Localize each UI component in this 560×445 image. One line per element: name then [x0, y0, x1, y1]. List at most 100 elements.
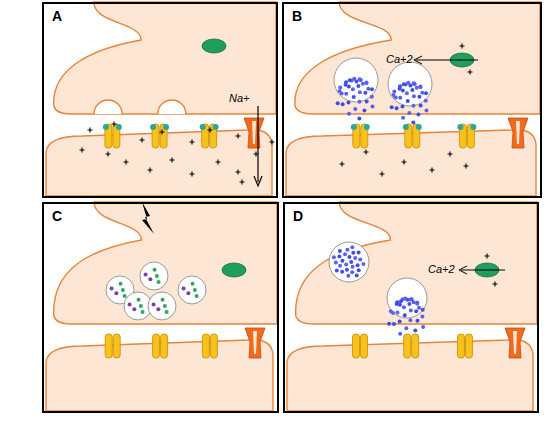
charge-sign	[460, 44, 465, 49]
neurotransmitter-dot	[415, 319, 419, 323]
vesicle	[387, 278, 427, 318]
channel-pore	[252, 121, 256, 144]
neurotransmitter-dot	[340, 270, 344, 274]
neurotransmitter-dot	[398, 332, 402, 336]
charge-sign	[380, 172, 385, 177]
neurotransmitter-dot	[420, 91, 424, 95]
neurotransmitter-dot	[121, 288, 125, 292]
neurotransmitter-dot	[350, 270, 354, 274]
neurotransmitter-dot	[412, 94, 416, 98]
neurotransmitter-dot	[341, 102, 345, 106]
receptor	[403, 124, 422, 148]
neurotransmitter-dot	[358, 90, 362, 94]
neurotransmitter-dot	[401, 116, 405, 120]
calcium-flow-arrow	[416, 60, 478, 61]
neurotransmitter-dot	[356, 263, 360, 267]
presynaptic-terminal	[295, 2, 540, 114]
neurotransmitter-dot	[156, 307, 160, 311]
neurotransmitter-dot	[415, 301, 419, 305]
neurotransmitter-dot	[139, 304, 143, 308]
channel-pore	[516, 121, 520, 144]
neurotransmitter-dot	[346, 274, 350, 278]
neurotransmitter-dot	[395, 106, 399, 110]
ion-channel	[508, 118, 528, 148]
neurotransmitter-dot	[338, 249, 342, 253]
neurotransmitter-dot	[417, 306, 421, 310]
action-potential-bolt	[142, 202, 154, 234]
arrowhead	[414, 56, 422, 64]
neurotransmitter-dot	[337, 254, 341, 258]
neurotransmitter-dot	[411, 104, 415, 108]
neurotransmitter-dot	[421, 308, 425, 312]
sodium-flow-arrow	[257, 106, 258, 182]
panel-letter: A	[52, 8, 62, 24]
neurotransmitter-dot	[128, 303, 132, 307]
panel-letter: B	[292, 8, 302, 24]
neurotransmitter-dot	[418, 85, 422, 89]
neurotransmitter-dot	[334, 261, 338, 265]
neurotransmitter-dot	[153, 268, 157, 272]
neurotransmitter-dot	[407, 111, 411, 115]
fused-vesicle	[94, 100, 122, 114]
neurotransmitter-dot	[186, 291, 190, 295]
vesicle	[178, 276, 206, 304]
charge-sign	[190, 140, 195, 145]
neurotransmitter-dot	[335, 269, 339, 273]
neurotransmitter-dot	[420, 315, 424, 319]
neurotransmitter-dot	[419, 104, 423, 108]
neurotransmitter-dot	[347, 255, 351, 259]
charge-sign	[216, 160, 221, 165]
channel-pore	[253, 331, 257, 354]
neurotransmitter-dot	[352, 77, 356, 81]
calcium-channel	[222, 263, 246, 277]
neurotransmitter-dot	[424, 91, 428, 95]
neurotransmitter-dot	[408, 318, 412, 322]
neurotransmitter-dot	[417, 95, 421, 99]
neurotransmitter-dot	[406, 81, 410, 85]
charge-sign	[240, 180, 245, 185]
neurotransmitter-dot	[157, 280, 161, 284]
receptor	[105, 334, 120, 358]
charge-sign	[430, 168, 435, 173]
neurotransmitter-dot	[357, 116, 361, 120]
neurotransmitter-dot	[355, 273, 359, 277]
neurotransmitter-dot	[363, 91, 367, 95]
vesicle	[388, 62, 432, 106]
neurotransmitter-dot	[364, 81, 368, 85]
neurotransmitter-dot	[352, 95, 356, 99]
neurotransmitter-dot	[387, 322, 391, 326]
charge-sign	[464, 164, 469, 169]
neurotransmitter-dot	[424, 99, 428, 103]
neurotransmitter-dot	[338, 264, 342, 268]
neurotransmitter-dot	[404, 326, 408, 330]
neurotransmitter-dot	[338, 85, 342, 89]
vesicle	[140, 262, 168, 290]
neurotransmitter-dot	[195, 294, 199, 298]
charge-sign	[124, 160, 129, 165]
neurotransmitter-dot	[349, 260, 353, 264]
calcium-channel	[202, 39, 226, 53]
panel-box: B	[282, 2, 542, 198]
receptor	[352, 334, 367, 358]
charge-sign	[270, 140, 275, 145]
neurotransmitter-dot	[137, 298, 141, 302]
neurotransmitter-dot	[395, 310, 399, 314]
receptor	[457, 334, 472, 358]
receptor	[200, 124, 219, 148]
neurotransmitter-dot	[364, 81, 368, 85]
vesicle	[148, 292, 176, 320]
neurotransmitter-dot	[413, 328, 417, 332]
neurotransmitter-dot	[370, 95, 374, 99]
neurotransmitter-dot	[356, 84, 360, 88]
neurotransmitter-dot	[358, 77, 362, 81]
neurotransmitter-dot	[350, 245, 354, 249]
neurotransmitter-dot	[390, 105, 394, 109]
presynaptic-terminal	[296, 202, 537, 324]
neurotransmitter-dot	[370, 87, 374, 91]
neurotransmitter-dot	[361, 262, 365, 266]
neurotransmitter-dot	[398, 319, 402, 323]
charge-sign	[236, 134, 241, 139]
neurotransmitter-dot	[410, 88, 414, 92]
neurotransmitter-dot	[344, 80, 348, 84]
